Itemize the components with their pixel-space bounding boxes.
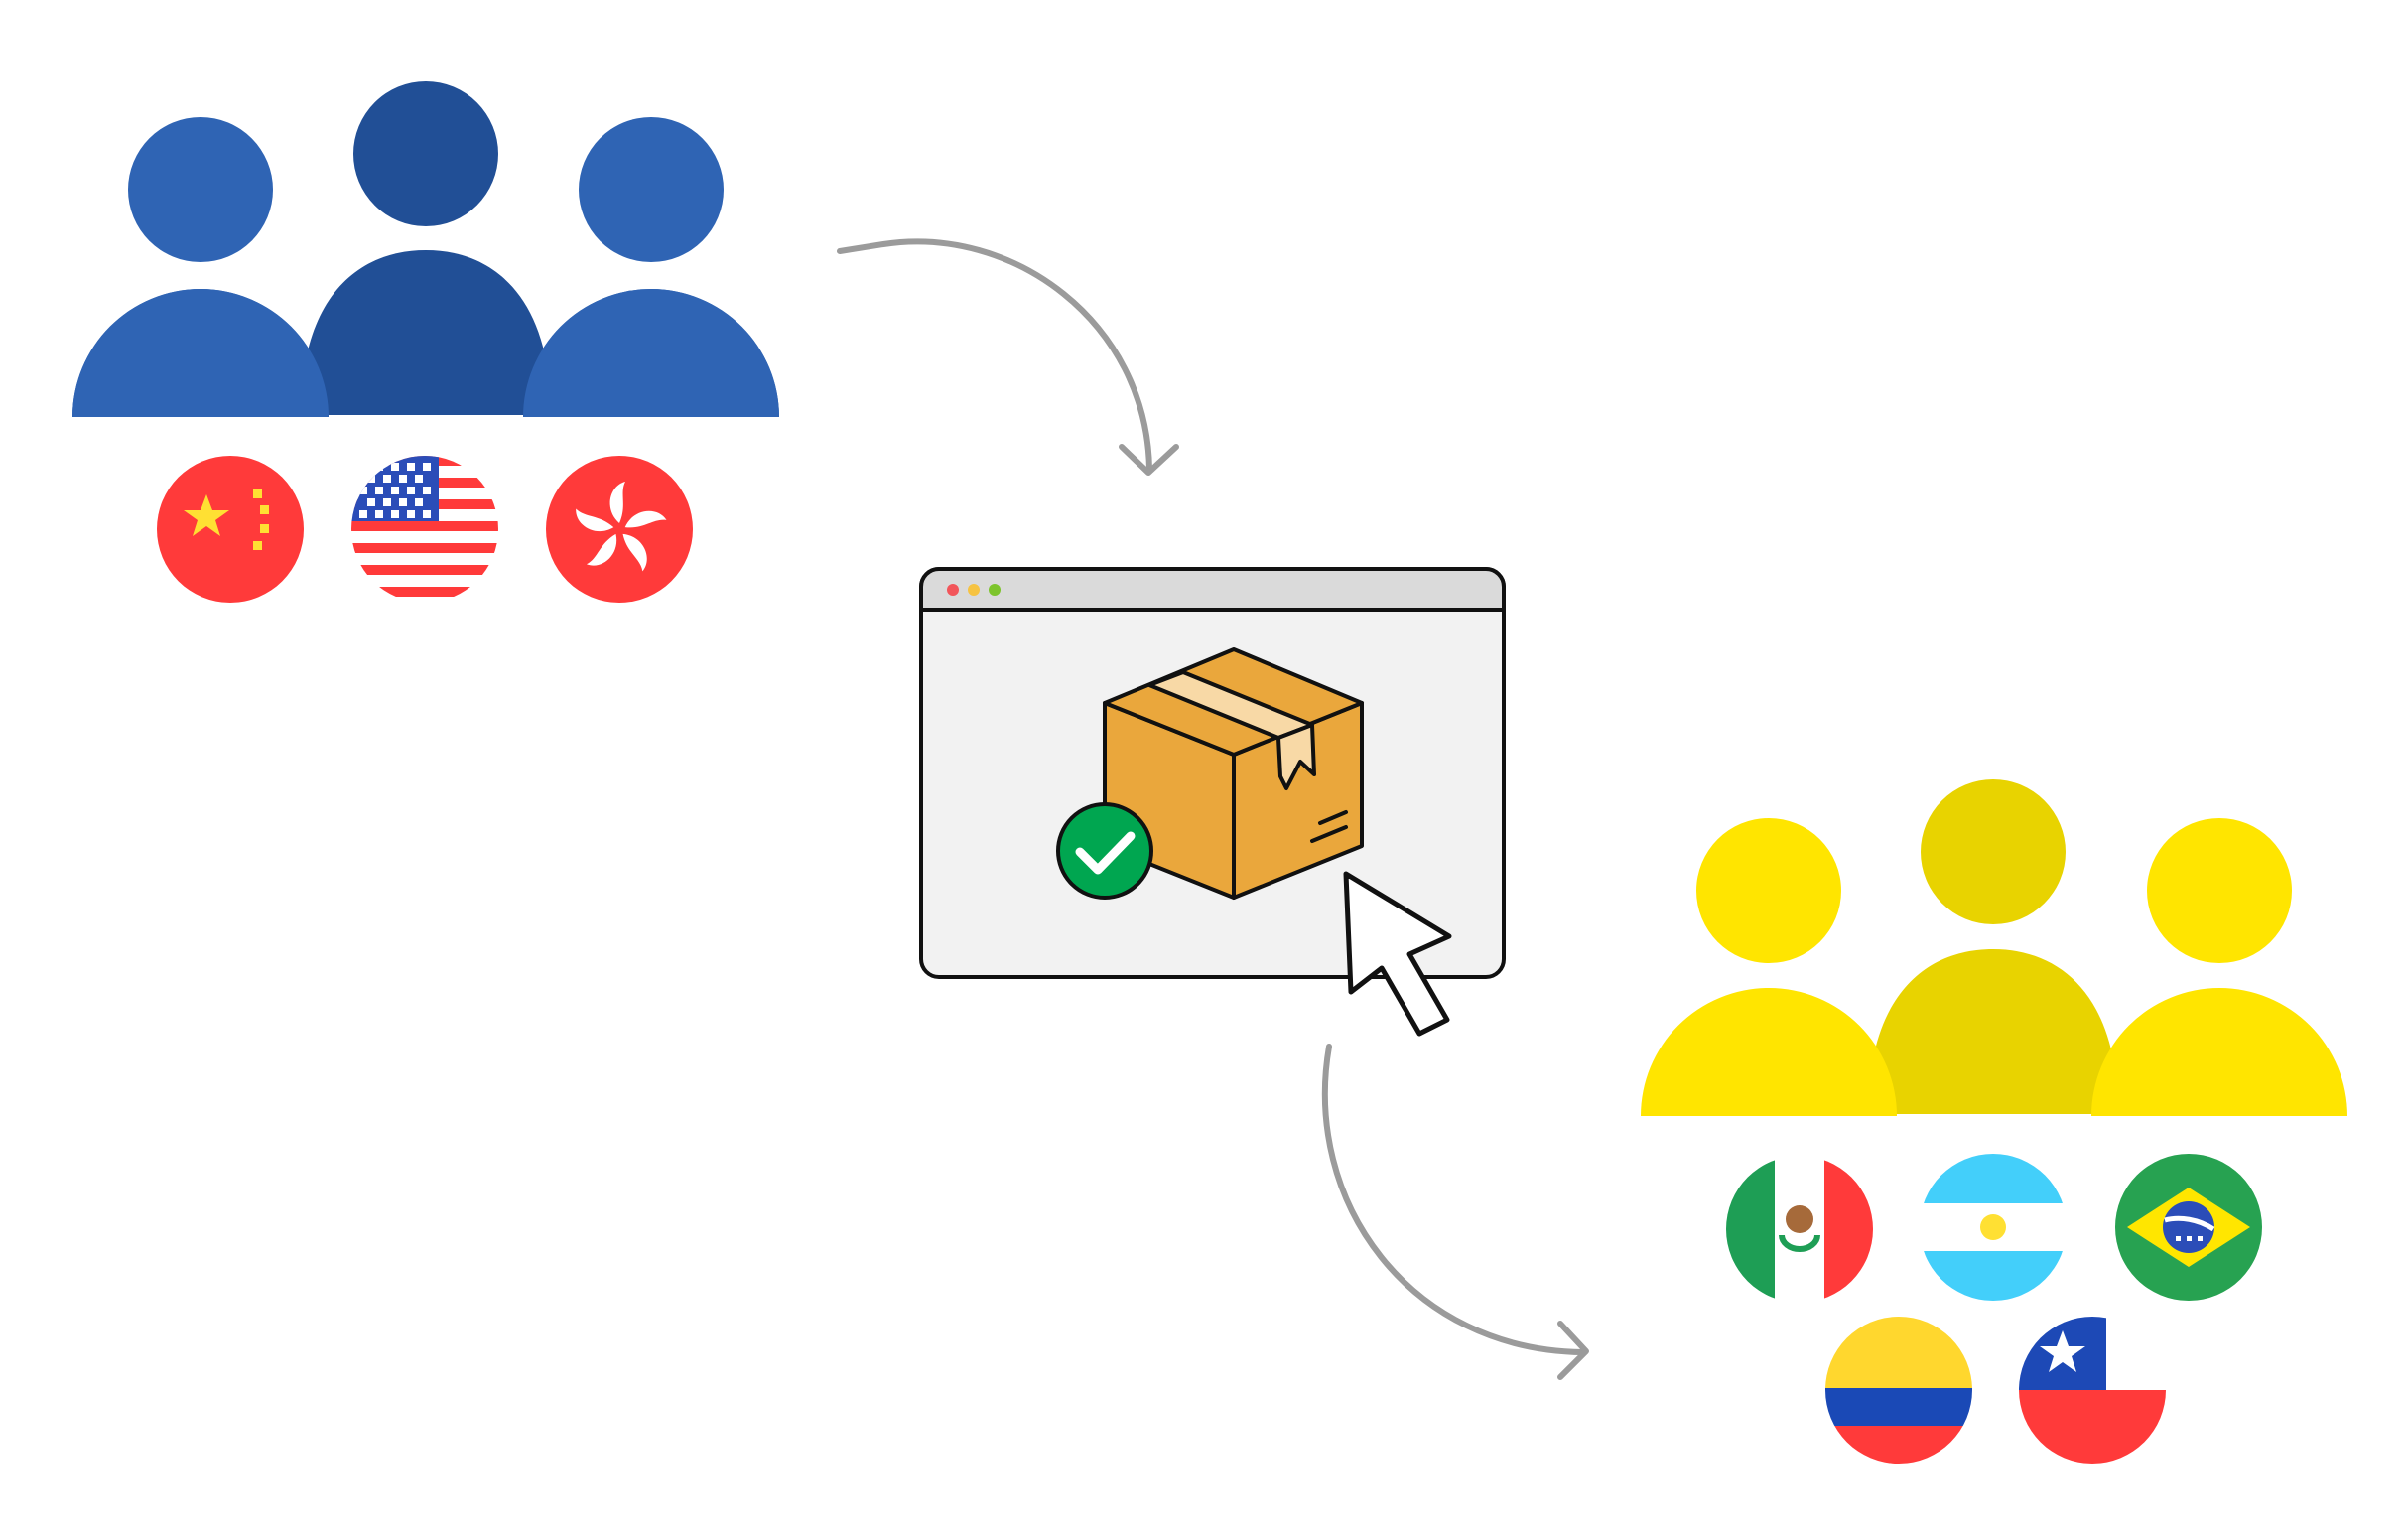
sellers-group [72,81,779,603]
person-icon [1868,779,2118,1114]
brazil-flag [2115,1154,2262,1301]
argentina-flag [1920,1154,2067,1301]
hong-kong-flag [546,456,693,603]
arrow-to-platform [837,238,1179,476]
window-minimize-dot [968,584,980,596]
person-body [72,289,329,417]
arrow-to-buyers [1321,1044,1589,1380]
person-body [523,289,779,417]
chile-flag [2019,1317,2166,1464]
mouse-pointer-icon [1343,871,1452,1037]
check-icon [1056,802,1153,900]
window-maximize-dot [989,584,1001,596]
window-close-dot [947,584,959,596]
person-icon [1641,818,1897,1116]
colombia-flag [1825,1317,1972,1464]
mexico-flag [1726,1156,1873,1303]
usa-flag [351,456,498,603]
person-icon [301,81,551,415]
buyers-group [1641,779,2347,1464]
person-icon [2091,818,2347,1116]
china-flag [157,456,304,603]
